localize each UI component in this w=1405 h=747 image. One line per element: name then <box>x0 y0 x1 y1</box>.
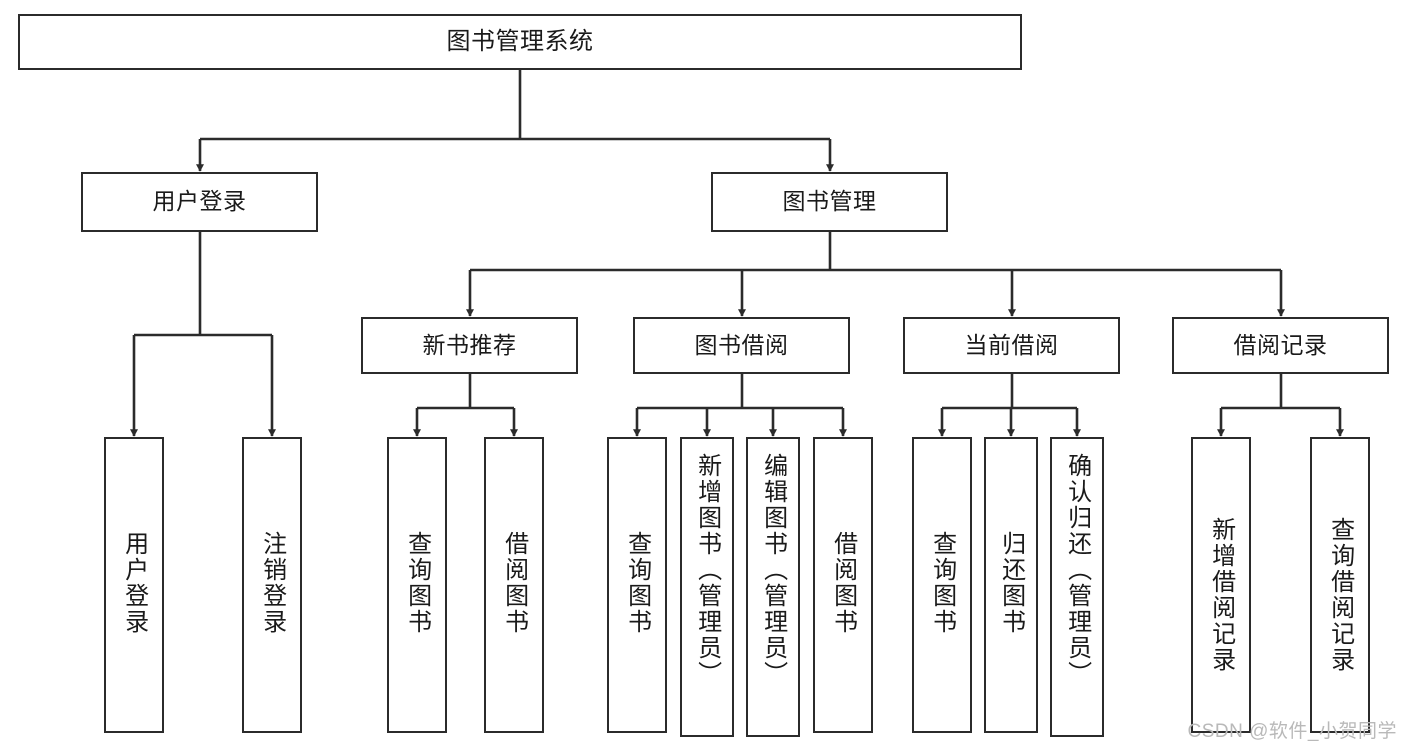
node-label-leaf_rec_query: 查询图书 <box>403 531 431 635</box>
node-label-leaf_cl_query: 查询图书 <box>928 531 956 635</box>
node-label-book_mgmt: 图书管理 <box>782 188 877 215</box>
node-new_book_rec: 新书推荐 <box>361 317 578 374</box>
node-leaf_cl_return: 归还图书 <box>984 437 1038 733</box>
node-label-book_borrow: 图书借阅 <box>694 331 789 358</box>
node-label-current_loan: 当前借阅 <box>964 331 1059 358</box>
node-current_loan: 当前借阅 <box>903 317 1120 374</box>
node-label-leaf_lr_query: 查询借阅记录 <box>1326 517 1354 673</box>
node-leaf_bb_borrow: 借阅图书 <box>813 437 873 733</box>
node-leaf_cl_confirm: 确认归还（管理员） <box>1050 437 1104 737</box>
node-leaf_bb_add: 新增图书（管理员） <box>680 437 734 737</box>
node-label-root: 图书管理系统 <box>446 27 594 55</box>
node-label-leaf_user_login: 用户登录 <box>120 531 148 635</box>
watermark-text: CSDN @软件_小贺同学 <box>1187 721 1397 742</box>
node-label-leaf_bb_add: 新增图书（管理员） <box>693 453 721 687</box>
node-leaf_lr_add: 新增借阅记录 <box>1191 437 1251 733</box>
node-leaf_rec_borrow: 借阅图书 <box>484 437 544 733</box>
node-label-new_book_rec: 新书推荐 <box>422 331 517 358</box>
node-label-leaf_bb_query: 查询图书 <box>623 531 651 635</box>
node-label-leaf_rec_borrow: 借阅图书 <box>500 531 528 635</box>
node-label-leaf_cl_return: 归还图书 <box>997 531 1025 635</box>
node-label-leaf_user_logout: 注销登录 <box>258 531 286 635</box>
node-book_borrow: 图书借阅 <box>633 317 850 374</box>
node-root: 图书管理系统 <box>18 14 1022 70</box>
node-leaf_rec_query: 查询图书 <box>387 437 447 733</box>
node-leaf_bb_query: 查询图书 <box>607 437 667 733</box>
node-user_login: 用户登录 <box>81 172 318 232</box>
node-book_mgmt: 图书管理 <box>711 172 948 232</box>
node-label-leaf_bb_edit: 编辑图书（管理员） <box>759 453 787 687</box>
node-label-leaf_lr_add: 新增借阅记录 <box>1207 517 1235 673</box>
node-label-user_login: 用户登录 <box>152 188 247 215</box>
node-leaf_user_login: 用户登录 <box>104 437 164 733</box>
node-leaf_user_logout: 注销登录 <box>242 437 302 733</box>
node-label-leaf_bb_borrow: 借阅图书 <box>829 531 857 635</box>
node-leaf_cl_query: 查询图书 <box>912 437 972 733</box>
node-label-leaf_cl_confirm: 确认归还（管理员） <box>1063 453 1091 687</box>
node-leaf_lr_query: 查询借阅记录 <box>1310 437 1370 733</box>
node-leaf_bb_edit: 编辑图书（管理员） <box>746 437 800 737</box>
edge-group <box>130 70 1344 437</box>
node-label-loan_record: 借阅记录 <box>1233 331 1328 358</box>
node-loan_record: 借阅记录 <box>1172 317 1389 374</box>
